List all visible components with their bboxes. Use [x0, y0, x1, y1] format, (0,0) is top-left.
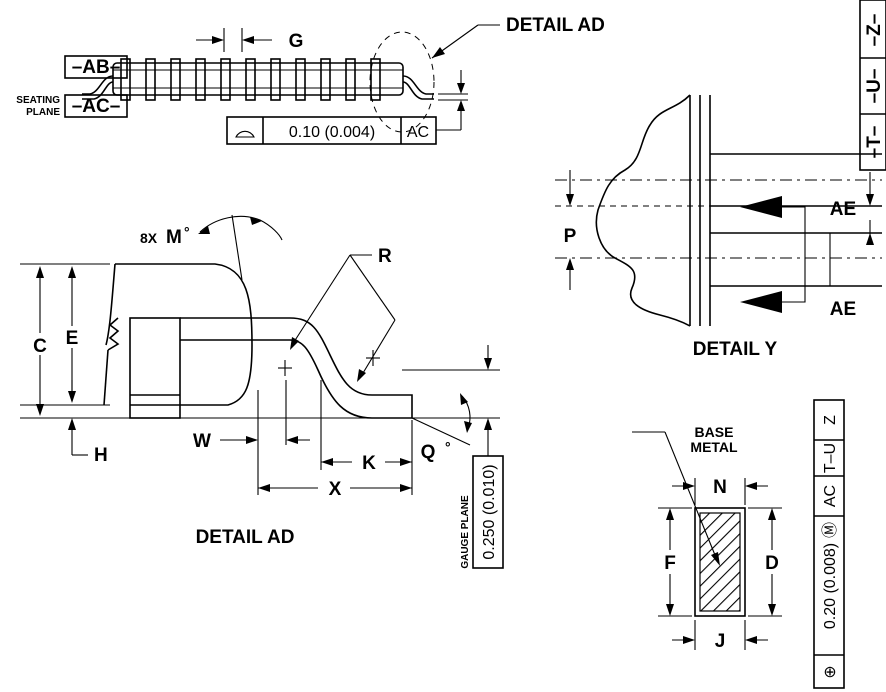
position-symbol-icon: ⊕: [822, 665, 839, 678]
datum-ac-box: [64, 94, 128, 118]
lead-right: [402, 75, 434, 100]
base-metal-label-2: METAL: [690, 439, 738, 455]
dim-f-label: F: [664, 553, 676, 574]
lead-left: [82, 75, 114, 100]
lead-profile: [180, 317, 413, 419]
package-body: [112, 62, 404, 96]
section-hatch: [699, 512, 741, 612]
profile-symbol-icon: [235, 130, 255, 138]
dim-c-label: C: [33, 336, 47, 357]
dim-h-label: H: [94, 445, 108, 466]
seating-plane-label-1: SEATING: [16, 95, 60, 106]
dim-ae-top: AE: [830, 199, 856, 220]
detail-y-view: P AE AE –T– –U– –Z– DETAIL Y: [555, 0, 886, 360]
fcf-datum-z: Z: [822, 415, 839, 425]
gauge-plane-box: [472, 455, 504, 569]
detail-ad-view: C E H 8X M ° R: [20, 214, 504, 569]
detail-ad-caption: DETAIL AD: [196, 527, 295, 548]
dim-ae-bottom: AE: [830, 299, 856, 320]
datum-t-label: –T–: [864, 126, 885, 159]
detail-ad-callout: DETAIL AD: [506, 15, 605, 36]
dim-m-label: M: [166, 227, 182, 248]
dim-n-label: N: [713, 477, 727, 498]
dim-q-degree: °: [445, 439, 451, 455]
section-outline: [694, 507, 746, 617]
package-corner: [115, 263, 253, 406]
dim-d-label: D: [765, 553, 779, 574]
arrow-ae-bottom: [740, 291, 782, 313]
fcf-tolerance: 0.20 (0.008): [822, 543, 839, 629]
package-side-view: –AB– –AC– SEATING PLANE G DETAIL AD: [16, 15, 605, 145]
lead-pins: [120, 58, 381, 101]
gauge-plane-value: 0.250 (0.010): [481, 464, 498, 559]
dim-r-label: R: [378, 246, 392, 267]
datum-ac-label: –AC–: [72, 96, 121, 117]
detail-y-caption: DETAIL Y: [693, 339, 778, 360]
flatness-control-frame: 0.10 (0.004) AC: [226, 116, 437, 145]
datum-ab-label: –AB–: [72, 57, 121, 78]
gauge-plane-label: GAUGE PLANE: [460, 495, 471, 569]
datum-z-label: –Z–: [864, 14, 885, 47]
eight-x-label: 8X: [140, 230, 158, 246]
dim-g-label: G: [289, 31, 304, 52]
seating-plane-label-2: PLANE: [26, 107, 60, 118]
pin-lower: [710, 232, 882, 287]
dim-j-label: J: [715, 631, 726, 652]
lead-section-view: BASE METAL N F D J: [632, 399, 845, 689]
fcf-datum-tu: T–U: [822, 443, 839, 473]
flatness-datum: AC: [407, 124, 429, 141]
fcf-datum-ac: AC: [822, 485, 839, 507]
dim-k-label: K: [362, 453, 376, 474]
base-metal-label-1: BASE: [695, 424, 734, 440]
arrow-ae-top: [740, 196, 782, 218]
datum-tuz-box: [859, 0, 886, 171]
fcf-modifier-icon: Ⓜ: [821, 522, 839, 538]
dim-x-label: X: [329, 479, 342, 500]
pin-upper: [710, 153, 882, 207]
flatness-value: 0.10 (0.004): [289, 124, 375, 141]
dim-q-label: Q: [421, 442, 436, 463]
dim-m-degree: °: [184, 224, 190, 240]
position-control-frame: Z T–U AC 0.20 (0.008) Ⓜ ⊕: [813, 399, 845, 689]
dim-p-label: P: [564, 226, 577, 247]
detail-ad-circle: [369, 31, 435, 133]
dim-w-label: W: [193, 431, 211, 452]
datum-u-label: –U–: [864, 69, 885, 104]
dim-e-label: E: [66, 328, 79, 349]
body-break-edge: [595, 94, 691, 327]
datum-ab-box: [64, 55, 128, 79]
